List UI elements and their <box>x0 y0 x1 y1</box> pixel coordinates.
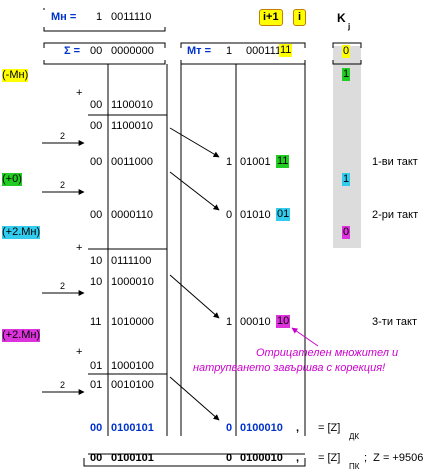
k-bracket <box>332 42 362 65</box>
t3-label: 3-ти такт <box>372 316 418 328</box>
sum-bracket <box>43 42 166 65</box>
t2-tail: 01 <box>276 208 291 221</box>
r7-sign: 11 <box>90 316 102 328</box>
r3-val: 0011000 <box>111 156 154 168</box>
sum-value: 0000000 <box>111 45 154 57</box>
mt-bracket <box>180 42 306 65</box>
res-comma: , <box>296 422 300 434</box>
r5-val: 0111100 <box>111 255 152 267</box>
res-t-sign: 0 <box>226 422 233 434</box>
k-label: K <box>337 11 346 25</box>
op-plus2mn-b: (+2.Мн) <box>2 329 41 342</box>
t1-sign: 1 <box>226 156 233 168</box>
plus-1: + <box>76 87 83 99</box>
r5-sign: 10 <box>90 255 103 267</box>
r2-val: 1100010 <box>111 120 154 132</box>
t2-label: 2-ри такт <box>372 209 419 221</box>
dk-sub: ДК <box>349 432 360 441</box>
t1-label: 1-ви такт <box>372 156 418 168</box>
fin-t-val: 0100010 <box>240 452 283 464</box>
t2-val: 01010 <box>240 209 271 221</box>
k2: 1 <box>342 173 351 186</box>
fin-comma: , <box>296 452 300 464</box>
r4-sign: 00 <box>90 209 103 221</box>
k3: 0 <box>342 226 351 239</box>
sum-sign: 00 <box>90 45 103 57</box>
mt-tail: 11 <box>279 44 293 57</box>
sum-separators <box>88 114 305 455</box>
shift-arrows <box>42 140 85 395</box>
r6-val: 1000010 <box>111 276 154 288</box>
shift-1: 2 <box>60 131 66 141</box>
mn-bracket <box>43 8 166 32</box>
t1-val: 01001 <box>240 156 271 168</box>
mn-value: 0011110 <box>111 11 152 23</box>
t2-sign: 0 <box>226 209 233 221</box>
r8-val: 1000100 <box>111 360 154 372</box>
i1-box: i+1 <box>259 9 283 26</box>
r3-sign: 00 <box>90 156 103 168</box>
res-sign: 00 <box>90 422 103 434</box>
op-plus2mn: (+2.Мн) <box>2 226 41 239</box>
fin-sign: 00 <box>90 452 103 464</box>
mn-label: Мн = <box>51 11 77 23</box>
r6-sign: 10 <box>90 276 103 288</box>
pk-sub: ПК <box>349 462 360 471</box>
i-box: i <box>293 9 307 26</box>
pk-label: = [Z] <box>318 452 341 464</box>
k-sub: j <box>348 22 351 31</box>
k0: 0 <box>342 45 351 58</box>
k1: 1 <box>342 68 351 81</box>
op-plus0: (+0) <box>2 173 22 186</box>
r9-sign: 01 <box>90 379 103 391</box>
r1-sign: 00 <box>90 99 103 111</box>
note-line1: Отрицателен множител и <box>256 347 399 359</box>
mt-sign: 1 <box>226 45 233 57</box>
dk-label: = [Z] <box>318 422 341 434</box>
mt-label: Мт = <box>187 45 212 57</box>
op-minus-mn: (-Мн) <box>2 69 29 82</box>
r1-val: 1100010 <box>111 99 154 111</box>
plus-3: + <box>76 346 83 358</box>
mt-value: 000111 <box>246 45 282 57</box>
note-arrow <box>291 327 319 347</box>
r2-sign: 00 <box>90 120 103 132</box>
t3-sign: 1 <box>226 316 233 328</box>
t3-val: 00010 <box>240 316 271 328</box>
note-line2: натрупването завършва с корекция! <box>193 362 386 374</box>
mn-sign: 1 <box>96 11 103 23</box>
res-val: 0100101 <box>111 422 154 434</box>
r4-val: 0000110 <box>111 209 154 221</box>
r7-val: 1010000 <box>111 316 154 328</box>
r8-sign: 01 <box>90 360 103 372</box>
shift-2: 2 <box>60 180 66 190</box>
sum-label: Σ = <box>64 45 81 57</box>
fin-t-sign: 0 <box>226 452 233 464</box>
res-t-val: 0100010 <box>240 422 283 434</box>
t3-tail: 10 <box>276 315 291 328</box>
pk-tail: ; Z = +9506 <box>364 452 424 464</box>
shift-4: 2 <box>60 380 66 390</box>
shift-3: 2 <box>60 281 66 291</box>
r9-val: 0010100 <box>111 379 154 391</box>
diag-arrows <box>169 127 220 421</box>
fin-val: 0100101 <box>111 452 154 464</box>
t1-tail: 11 <box>276 155 290 168</box>
final-bracket <box>83 458 306 467</box>
plus-2: + <box>76 242 83 254</box>
